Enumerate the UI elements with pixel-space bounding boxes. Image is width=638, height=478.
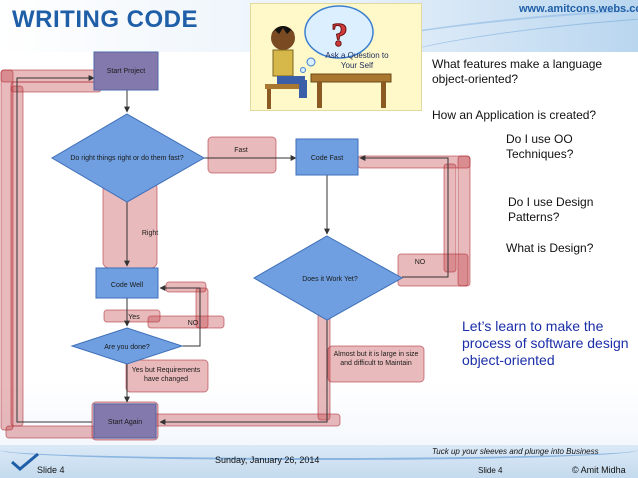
node-code-well-label: Code Well (111, 282, 144, 289)
callout-learn-oo-design: Let’s learn to make the process of softw… (462, 318, 629, 368)
feedback-loop-bands (0, 69, 471, 441)
desk-leg-right (381, 82, 386, 108)
label-right: Right (142, 230, 158, 237)
cartoon-figure: ? (265, 5, 392, 109)
node-start-again-shape (93, 403, 157, 439)
node-start-project-label: Start Project (107, 68, 146, 75)
thought-bubble (304, 5, 374, 59)
question-oo-techniques: Do I use OO Techniques? (506, 132, 574, 161)
band-no-top (397, 253, 469, 287)
label-no-mid: NO (188, 320, 199, 327)
node-start-project-overlay (94, 52, 158, 90)
thought-bubble-dot (306, 57, 316, 67)
student-body (272, 49, 294, 77)
band-right-return-inner (443, 163, 457, 273)
band-bottom-return (149, 413, 341, 427)
footer-slide-number-left: Slide 4 (37, 465, 65, 475)
footer-date: Sunday, January 26, 2014 (215, 455, 320, 465)
cartoon-caption: Ask a Question to Your Self (325, 51, 389, 70)
node-decision-quality-shape (51, 113, 206, 203)
question-what-is-design: What is Design? (506, 241, 594, 255)
band-left-top-horizontal (0, 69, 102, 83)
label-almost: Almost but it is large in size and diffi… (333, 351, 419, 367)
band-yes (103, 309, 161, 323)
band-almost-label (327, 345, 425, 383)
band-left-inner-top (10, 81, 102, 93)
slide-title: WRITING CODE (12, 6, 198, 33)
website-label: www.amitcons.webs.com (519, 3, 638, 15)
node-code-fast-shape (295, 138, 359, 176)
node-does-it-work-shape (252, 235, 404, 321)
label-no-top: NO (415, 259, 426, 266)
flow-nodes: Start Project Do right things right or d… (51, 51, 404, 439)
node-are-you-done-shape (70, 327, 184, 365)
node-are-you-done-label: Are you done? (104, 344, 150, 351)
node-does-it-work-label: Does it Work Yet? (302, 276, 358, 283)
chair-seat (265, 84, 299, 89)
node-start-again-label: Start Again (108, 419, 142, 426)
node-code-well-shape (95, 267, 159, 299)
checkmark-icon (11, 452, 39, 471)
chair-leg (267, 89, 271, 109)
edge-labels: Fast Right NO Yes NO (128, 147, 426, 327)
node-decision-quality-label: Do right things right or do them fast? (70, 155, 183, 162)
question-oo-features: What features make a language object-ori… (432, 57, 603, 86)
question-application-created: How an Application is created? (432, 108, 597, 122)
question-mark-icon: ? (331, 17, 348, 54)
desk-top (310, 73, 392, 83)
footer-tagline: Tuck up your sleeves and plunge into Bus… (432, 447, 599, 456)
band-fast-label (207, 136, 277, 174)
student-legs (277, 76, 305, 84)
desk-leg-left (317, 82, 322, 108)
connectors (16, 75, 449, 425)
footer-curve (0, 440, 638, 460)
node-start-again-overlay (94, 404, 156, 438)
label-yes-but: Yes but Requirements have changed (131, 367, 201, 383)
connector-no-back-to-codefast (359, 155, 449, 278)
student-shin (299, 80, 307, 98)
node-start-project-shape (93, 51, 159, 91)
connector-almost-to-startagain (159, 320, 328, 425)
cartoon-thinking-student: ? Ask a Question to Your Self (250, 3, 422, 111)
label-yes: Yes (128, 314, 140, 321)
connector-startagain-to-start (16, 75, 95, 423)
node-code-fast-label: Code Fast (311, 155, 343, 162)
thought-bubble-dot-small (300, 67, 306, 73)
student-head (271, 26, 295, 50)
footer-author: © Amit Midha (572, 465, 626, 475)
connector-no-to-codewell (159, 285, 201, 347)
student-hair (271, 26, 295, 34)
question-design-patterns: Do I use Design Patterns? (508, 195, 594, 224)
footer-slide-number-right: Slide 4 (478, 466, 503, 475)
label-fast: Fast (234, 147, 248, 154)
band-yes-but (125, 359, 209, 393)
